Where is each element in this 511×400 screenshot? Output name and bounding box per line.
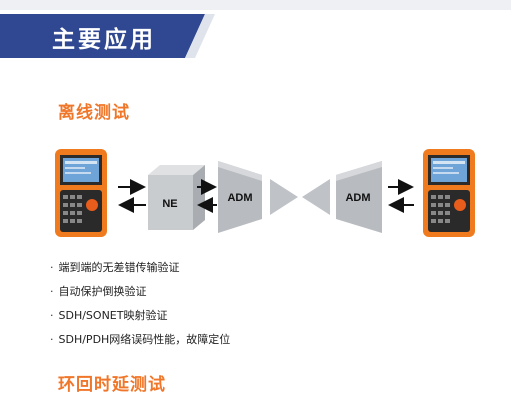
header-banner: 主要应用 <box>0 0 511 70</box>
link-triangle-right <box>302 179 330 215</box>
bullet-icon: · <box>50 285 54 298</box>
list-item: · 端到端的无差错传输验证 <box>50 256 230 280</box>
bullet-icon: · <box>50 333 54 346</box>
left-tester-device <box>55 149 107 237</box>
ne-label: NE <box>162 198 177 210</box>
list-item-text: SDH/SONET映射验证 <box>58 309 168 322</box>
list-item: · SDH/SONET映射验证 <box>50 304 230 328</box>
bullet-icon: · <box>50 309 54 322</box>
adm-right-label: ADM <box>345 192 370 204</box>
page-title: 主要应用 <box>52 27 156 53</box>
list-item: · 自动保护倒换验证 <box>50 280 230 304</box>
adm-right-box <box>336 161 382 233</box>
list-item-text: SDH/PDH网络误码性能，故障定位 <box>58 333 231 346</box>
banner-shape <box>0 0 511 58</box>
section-title-loopback-delay: 环回时延测试 <box>58 375 166 395</box>
list-item-text: 自动保护倒换验证 <box>58 285 147 298</box>
link-triangle-left <box>270 179 298 215</box>
adm-left-label: ADM <box>227 192 252 204</box>
network-diagram: NE ADM ADM <box>55 149 475 237</box>
bullet-icon: · <box>50 261 54 274</box>
feature-list: · 端到端的无差错传输验证 · 自动保护倒换验证 · SDH/SONET映射验证 · S… <box>50 256 230 352</box>
section-title-offline-test: 离线测试 <box>58 103 130 123</box>
list-item-text: 端到端的无差错传输验证 <box>58 261 180 274</box>
adm-left-box <box>218 161 262 233</box>
right-tester-device <box>423 149 475 237</box>
list-item: · SDH/PDH网络误码性能，故障定位 <box>50 328 230 352</box>
